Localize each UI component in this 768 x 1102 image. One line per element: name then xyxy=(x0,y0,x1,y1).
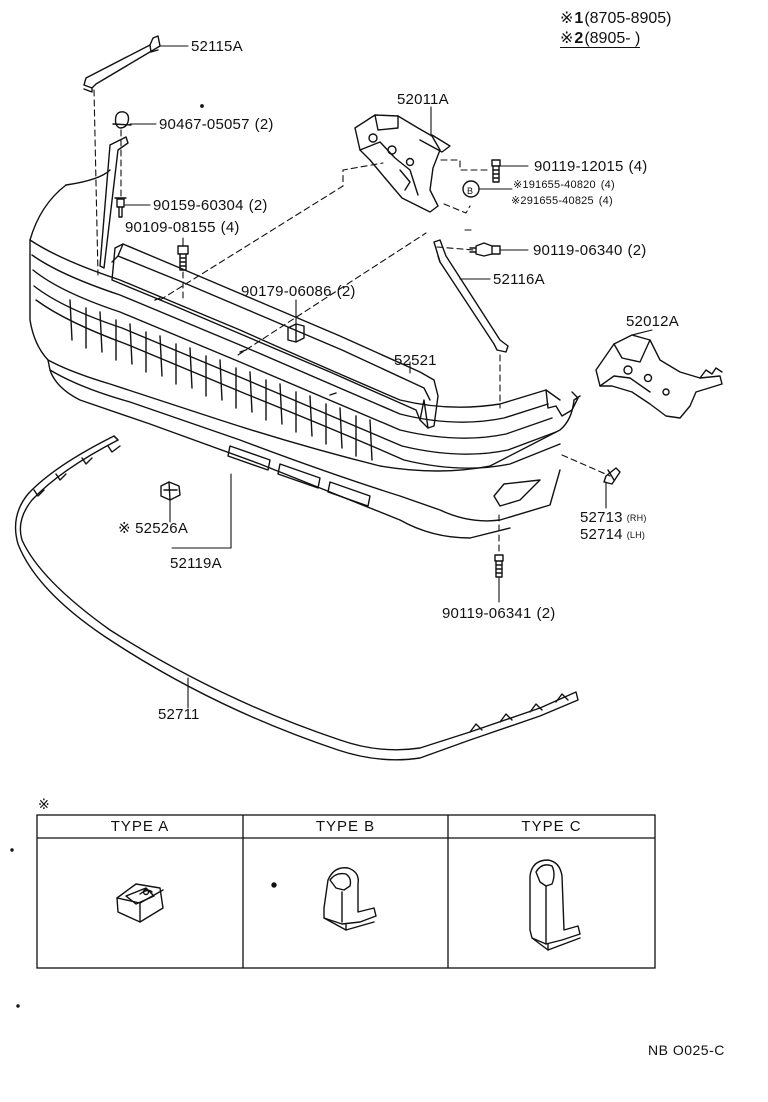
part-label-90179-06086: 90179-06086(2) xyxy=(241,283,356,300)
part-label-52711: 52711 xyxy=(158,706,200,723)
figure-code: NB O025-C xyxy=(648,1042,725,1058)
table-header-type-b: TYPE B xyxy=(315,818,376,835)
table-mark: ※ xyxy=(38,796,51,812)
table-header-type-c: TYPE C xyxy=(521,818,582,835)
part-label-52714-lh: 52714(LH) xyxy=(580,526,646,543)
part-label-90119-06341: 90119-06341(2) xyxy=(442,605,556,622)
spoiler-52711 xyxy=(14,435,579,761)
bumper-cover-52119A xyxy=(29,169,581,539)
part-label-52713-rh: 52713(RH) xyxy=(580,509,647,526)
type-b-clip-drawing xyxy=(323,867,377,931)
table-header-type-a: TYPE A xyxy=(110,818,170,835)
bracket-52012A xyxy=(595,334,723,419)
bracket-52115A xyxy=(83,35,161,93)
left-retainer xyxy=(99,136,129,269)
part-label-52116A: 52116A xyxy=(493,271,545,288)
bracket-52011A xyxy=(354,114,451,213)
legend-1-mark: ※ xyxy=(560,10,574,27)
screw-90159 xyxy=(114,197,127,218)
bolt-90119-06341 xyxy=(494,554,504,578)
reinforcement-52521 xyxy=(111,243,439,429)
part-label-52012A: 52012A xyxy=(626,313,679,330)
brace-52116A xyxy=(433,239,509,353)
part-label-291655-40825: ※291655-40825(4) xyxy=(511,195,613,207)
part-label-90119-12015: 90119-12015(4) xyxy=(534,158,648,175)
legend-1-index: 1 xyxy=(574,10,584,27)
part-label-90467-05057: 90467-05057(2) xyxy=(159,116,274,133)
bolt-90119-12015 xyxy=(491,159,501,183)
type-a-clip-drawing xyxy=(116,883,164,923)
part-label-90159-60304: 90159-60304(2) xyxy=(153,197,268,214)
dashed-leaders xyxy=(93,89,611,554)
bolt-90109 xyxy=(177,245,189,271)
part-label-52521: 52521 xyxy=(394,352,437,369)
type-table-grid xyxy=(36,814,656,969)
part-label-52011A: 52011A xyxy=(397,91,449,108)
bolt-90119-06340 xyxy=(469,242,501,257)
clip-90467 xyxy=(112,111,132,129)
legend-2-range: (8905- ) xyxy=(584,30,641,47)
clip-52713-52714 xyxy=(603,467,621,485)
callout-B-label: B xyxy=(467,186,474,196)
solid-leaders xyxy=(124,45,653,709)
part-label-191655-40820: ※191655-40820(4) xyxy=(513,179,615,191)
type-c-clip-drawing xyxy=(529,859,581,951)
legend-2-mark: ※ xyxy=(560,30,574,47)
part-label-90119-06340: 90119-06340(2) xyxy=(533,242,647,259)
legend-line-1: ※1(8705-8905) xyxy=(560,8,671,30)
legend-line-2: ※2(8905- ) xyxy=(560,28,641,50)
legend-1-range: (8705-8905) xyxy=(584,10,672,27)
legend-2-index: 2 xyxy=(574,30,584,47)
part-label-52526A: ※ 52526A xyxy=(118,520,189,537)
part-label-52119A: 52119A xyxy=(170,555,222,572)
part-label-52115A: 52115A xyxy=(191,38,243,55)
clip-52526A xyxy=(160,481,181,501)
part-label-90109-08155: 90109-08155(4) xyxy=(125,219,240,236)
